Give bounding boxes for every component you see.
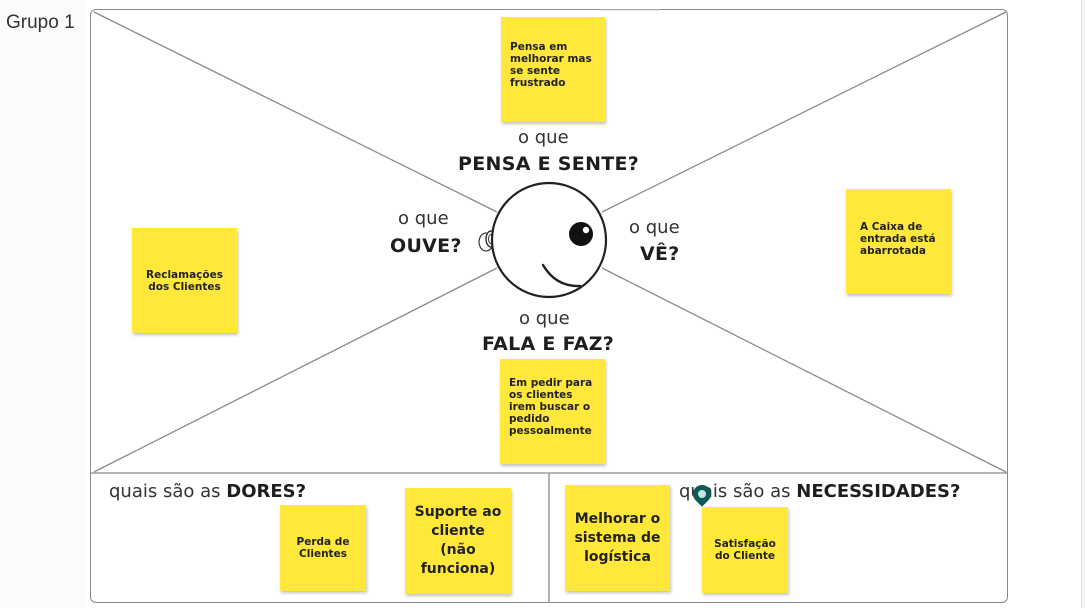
location-pin-dot	[696, 488, 708, 500]
says-title: FALA E FAZ?	[482, 333, 615, 355]
sticky-thinks[interactable]: Pensa em melhorar mas se sente frustrado	[501, 17, 605, 122]
hears-prefix: o que	[398, 208, 449, 229]
hears-title: OUVE?	[390, 235, 462, 257]
needs-heading: quais são as NECESSIDADES?	[679, 481, 960, 502]
sticky-need-2[interactable]: Satisfação do Cliente	[702, 507, 788, 593]
sticky-pain-1[interactable]: Perda de Clientes	[280, 505, 366, 591]
pains-heading: quais são as DORES?	[109, 481, 306, 502]
group-label[interactable]: Grupo 1	[6, 12, 75, 33]
sticky-need-1[interactable]: Melhorar o sistema de logística	[565, 485, 670, 591]
thinks-prefix: o que	[518, 127, 569, 148]
needs-title: NECESSIDADES?	[796, 481, 961, 502]
scrollbar-track[interactable]	[1081, 0, 1086, 608]
pains-prefix: quais são as	[109, 481, 221, 502]
pains-title: DORES?	[226, 481, 307, 502]
sticky-pain-2[interactable]: Suporte ao cliente (não funciona)	[405, 488, 511, 594]
sticky-sees[interactable]: A Caixa de entrada está abarrotada	[846, 189, 951, 294]
sticky-hears[interactable]: Reclamações dos Clientes	[132, 228, 237, 333]
sees-title: VÊ?	[640, 243, 680, 265]
sees-prefix: o que	[629, 217, 680, 238]
thinks-title: PENSA E SENTE?	[458, 153, 640, 175]
sticky-says[interactable]: Em pedir para os clientes irem buscar o …	[500, 359, 605, 464]
canvas-margin	[0, 0, 86, 608]
says-prefix: o que	[519, 308, 570, 329]
